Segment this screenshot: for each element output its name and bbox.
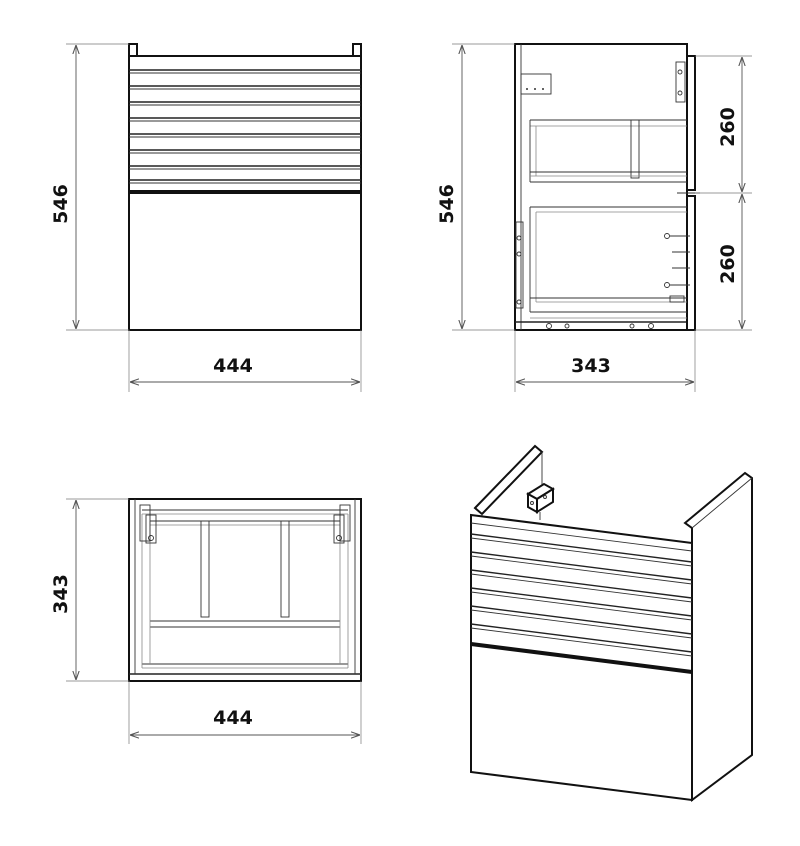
side-depth-dimension: 343	[514, 330, 696, 392]
side-lower-drawer-box	[515, 206, 690, 329]
front-upper-drawer-slats	[129, 69, 361, 184]
side-height-label: 546	[436, 184, 458, 224]
side-upper-drawer-box	[529, 119, 687, 183]
iso-upper-drawer-slats	[470, 533, 693, 657]
top-width-label: 444	[213, 707, 253, 729]
top-depth-dimension: 343	[50, 498, 129, 682]
top-view: 343 444	[50, 498, 362, 744]
top-width-dimension: 444	[128, 681, 362, 744]
iso-wall-bracket	[526, 482, 555, 520]
side-cabinet-body	[514, 43, 700, 331]
front-width-dimension: 444	[128, 330, 362, 392]
iso-side-panel	[683, 471, 753, 802]
front-height-label: 546	[50, 184, 72, 224]
front-view: 546 444	[50, 43, 362, 392]
side-upper-drawer-label: 260	[717, 107, 739, 147]
front-height-dimension: 546	[50, 43, 129, 331]
front-width-label: 444	[213, 355, 253, 377]
side-lower-drawer-label: 260	[717, 244, 739, 284]
top-cabinet-body	[128, 498, 362, 682]
isometric-view	[470, 444, 753, 802]
iso-front-face	[470, 513, 693, 802]
side-upper-drawer-dimension: 260	[695, 55, 752, 194]
side-depth-label: 343	[571, 355, 611, 377]
side-view: 546 260 260 343	[436, 43, 752, 392]
top-depth-label: 343	[50, 574, 72, 614]
top-right-hinge	[333, 504, 351, 544]
side-height-dimension: 546	[436, 43, 515, 331]
front-cabinet-body	[128, 43, 362, 331]
side-lower-drawer-dimension: 260	[695, 194, 752, 331]
top-left-hinge	[139, 504, 157, 544]
